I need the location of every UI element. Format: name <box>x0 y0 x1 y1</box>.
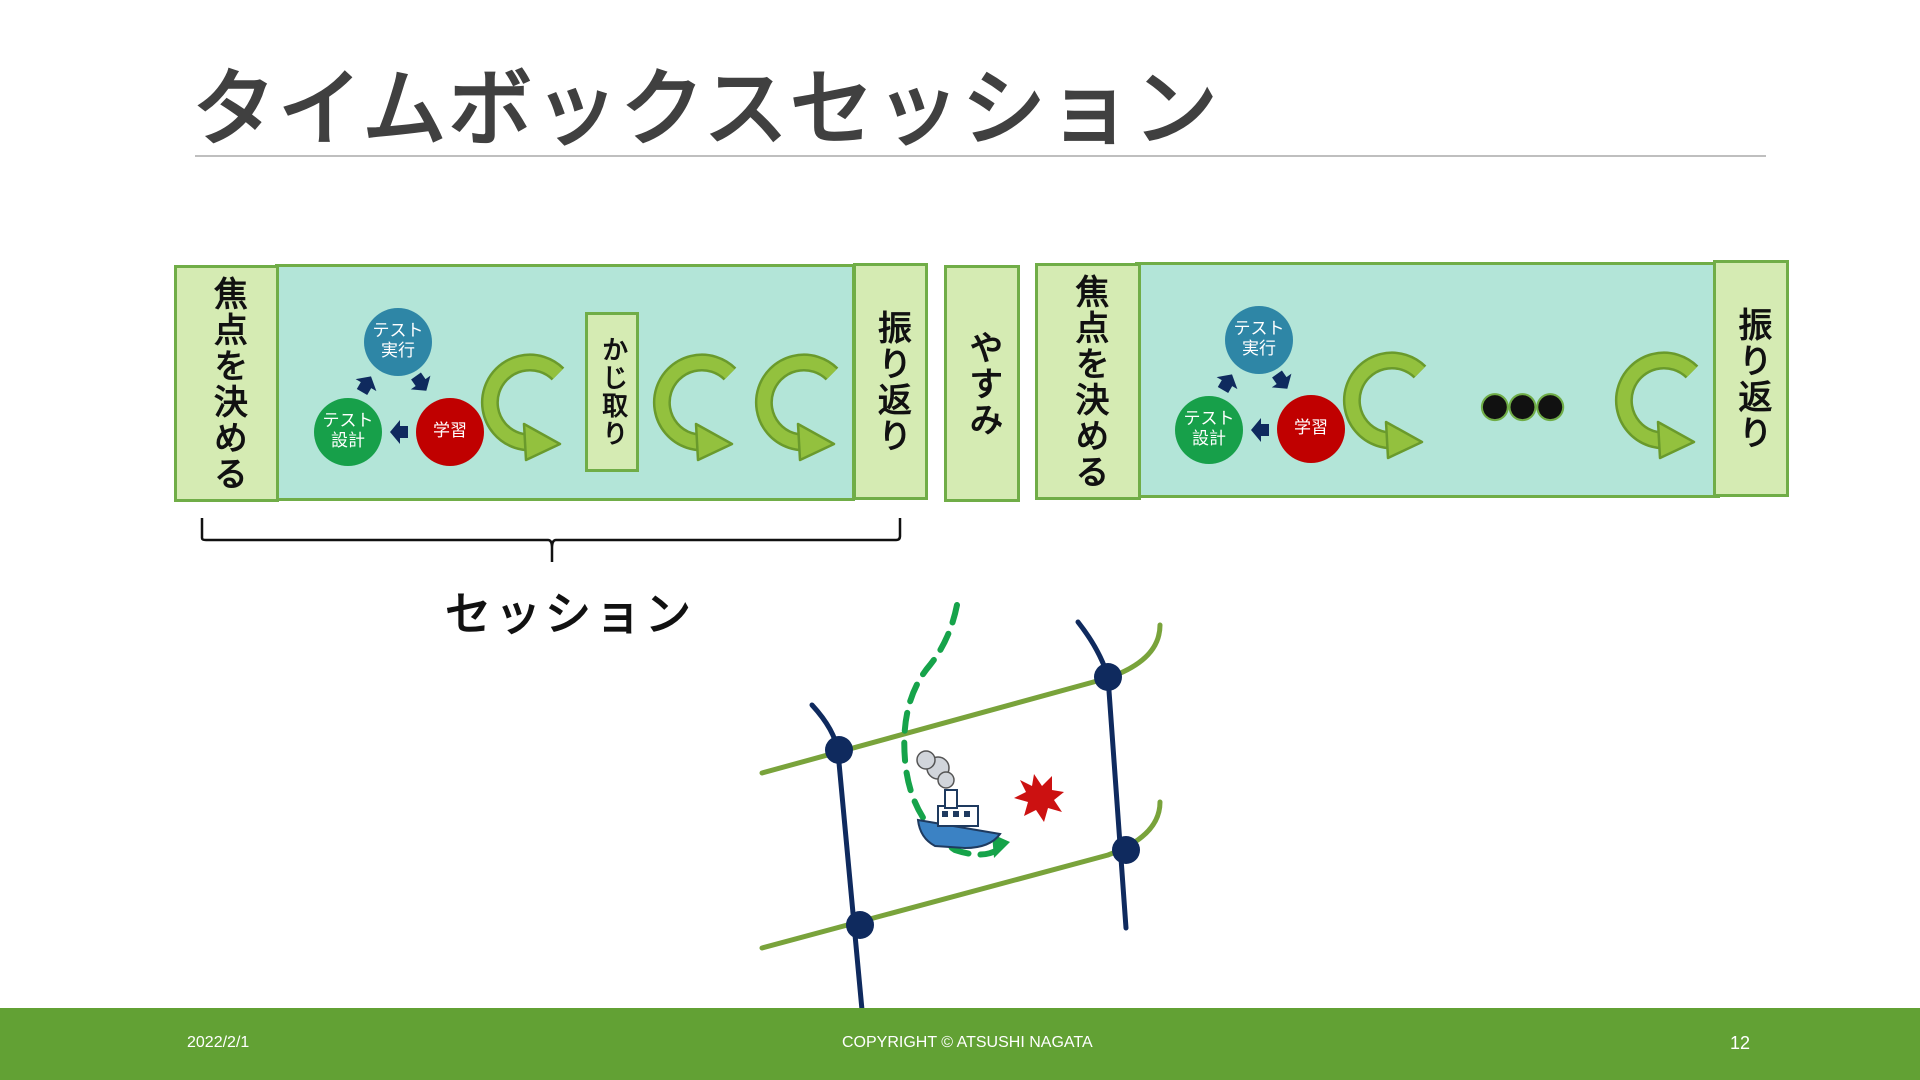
session-caption: セッション <box>445 587 695 641</box>
footer-date: 2022/2/1 <box>187 1034 250 1051</box>
learn-circle-2: 学習 <box>1277 395 1345 463</box>
learn-circle-1: 学習 <box>416 398 484 466</box>
focus-box-1: 焦点を決める <box>174 265 279 502</box>
focus-box-2: 焦点を決める <box>1035 263 1141 500</box>
break-label: やすみ <box>962 329 1003 438</box>
test-exec-circle-2: テスト 実行 <box>1225 306 1293 374</box>
test-design-circle-1: テスト 設計 <box>314 398 382 466</box>
test-exec-label-2: テスト 実行 <box>1233 319 1285 359</box>
review-label-2: 振り返り <box>1731 306 1772 451</box>
cycle-arrow-1a <box>351 370 382 398</box>
map-intersection-dots <box>825 663 1140 939</box>
learn-label-2: 学習 <box>1294 418 1328 439</box>
break-box: やすみ <box>944 265 1020 502</box>
cycle-arrow-2c <box>1251 418 1269 442</box>
review-box-1: 振り返り <box>853 263 928 500</box>
test-exec-circle-1: テスト 実行 <box>364 308 432 376</box>
slide-title: タイムボックスセッション <box>192 60 1220 158</box>
cycle-arrow-1c <box>390 420 408 444</box>
cycle-arrow-2b <box>1267 367 1298 396</box>
test-design-circle-2: テスト 設計 <box>1175 396 1243 464</box>
hazard-burst-icon <box>1014 774 1064 822</box>
route-arrowhead <box>992 834 1010 858</box>
focus-label-2: 焦点を決める <box>1068 273 1109 490</box>
review-box-2: 振り返り <box>1713 260 1789 497</box>
cycle-arrow-1b <box>406 369 437 398</box>
test-design-label-2: テスト 設計 <box>1183 409 1235 449</box>
session-bracket <box>200 518 902 562</box>
loop-arrow-5 <box>1624 360 1694 458</box>
footer-page-number: 12 <box>1730 1033 1751 1053</box>
footer-copyright: COPYRIGHT © ATSUSHI NAGATA <box>842 1034 1093 1051</box>
ellipsis-dots: ●●● <box>1479 384 1566 426</box>
loop-arrow-3 <box>764 362 834 460</box>
test-exec-label-1: テスト 実行 <box>372 321 424 361</box>
learn-label-1: 学習 <box>433 421 467 442</box>
steer-label: かじ取り <box>597 336 628 448</box>
ship-route <box>901 602 1003 858</box>
steer-box: かじ取り <box>585 312 639 472</box>
focus-label-1: 焦点を決める <box>207 275 248 492</box>
ship-icon <box>916 750 1002 850</box>
loop-arrow-1 <box>490 362 560 460</box>
title-divider <box>195 155 1766 157</box>
loop-arrow-2 <box>662 362 732 460</box>
loop-arrow-4 <box>1352 360 1422 458</box>
test-design-label-1: テスト 設計 <box>322 411 374 451</box>
cycle-arrow-2a <box>1212 368 1243 396</box>
footer-bar: 2022/2/1 COPYRIGHT © ATSUSHI NAGATA 12 <box>0 1008 1920 1080</box>
review-label-1: 振り返り <box>871 309 912 454</box>
